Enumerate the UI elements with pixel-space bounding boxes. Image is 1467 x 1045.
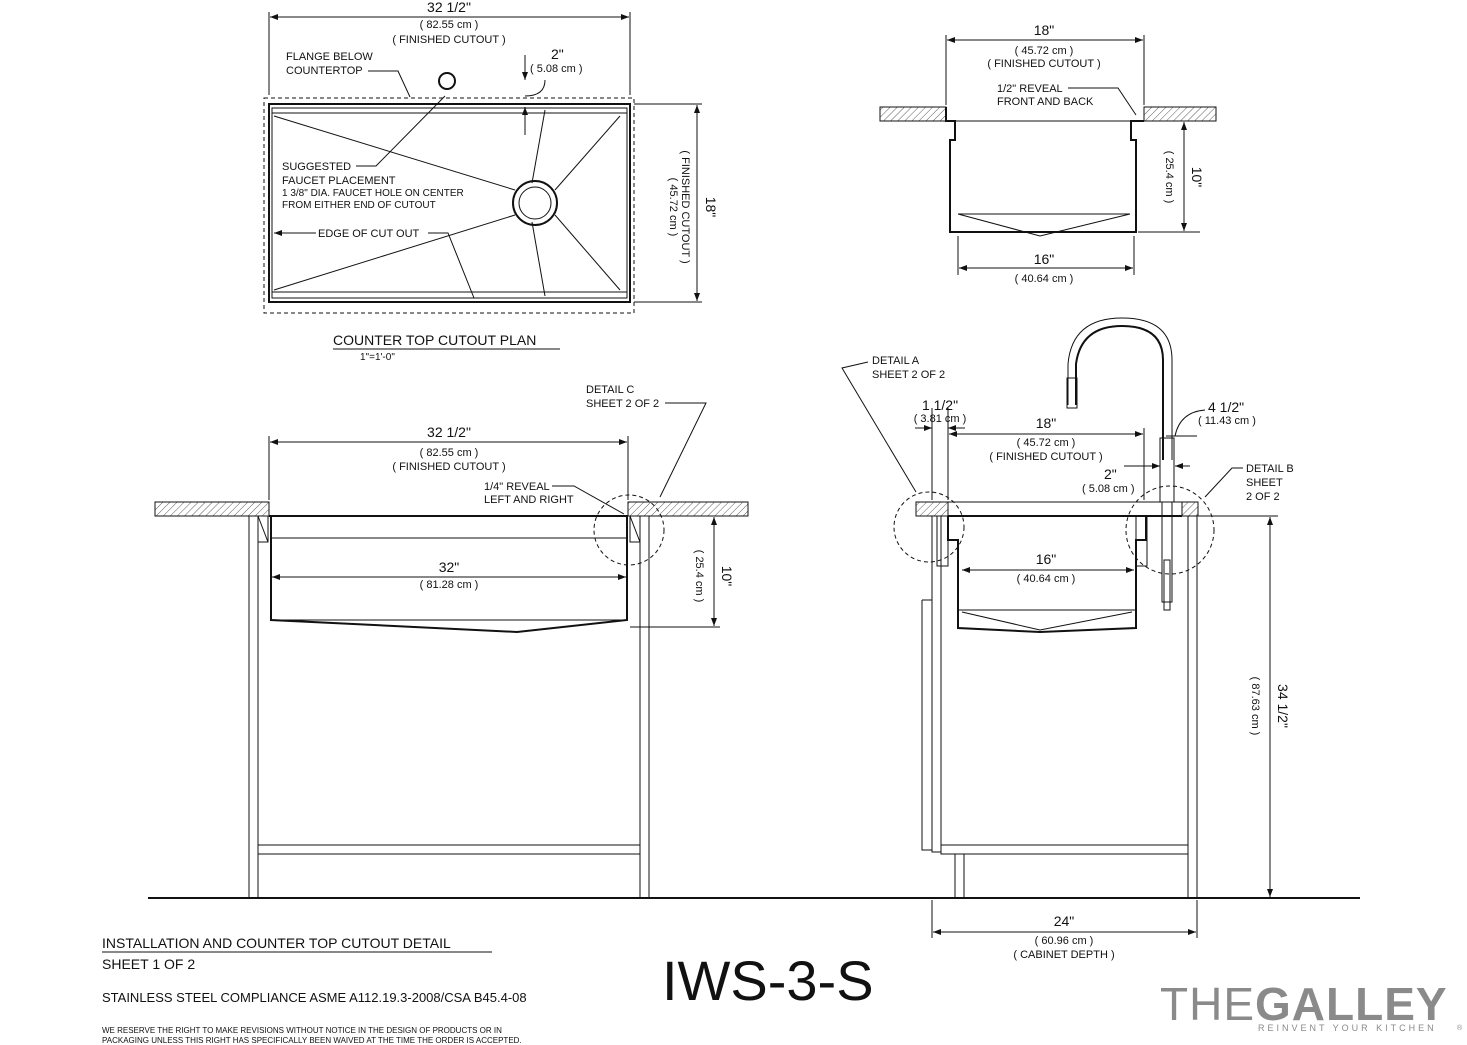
- side-bottom-dim: 16": [1036, 551, 1057, 567]
- faucet-sprayer: [1066, 377, 1078, 409]
- plan-width-cm: ( 82.55 cm ): [420, 19, 479, 31]
- faucet-label-1: SUGGESTED: [282, 161, 351, 173]
- brand-tagline: REINVENT YOUR KITCHEN: [1258, 1023, 1437, 1033]
- front-reveal-1: 1/4" REVEAL: [484, 481, 550, 493]
- detail-a-1: DETAIL A: [872, 355, 920, 367]
- detail-b-2: SHEET: [1246, 477, 1283, 489]
- front-inner-cm: ( 81.28 cm ): [420, 579, 479, 591]
- footer-title: INSTALLATION AND COUNTER TOP CUTOUT DETA…: [102, 935, 451, 951]
- side-flange-cm: ( 3.81 cm ): [914, 413, 967, 425]
- model-number: IWS-3-S: [662, 949, 874, 1012]
- side-bottom-cm: ( 40.64 cm ): [1017, 573, 1076, 585]
- footer-compliance: STAINLESS STEEL COMPLIANCE ASME A112.19.…: [102, 990, 527, 1005]
- side-cab-depth-note: ( CABINET DEPTH ): [1013, 949, 1114, 961]
- end-bottom-cm: ( 40.64 cm ): [1015, 273, 1074, 285]
- flange-label-2: COUNTERTOP: [286, 65, 363, 77]
- plan-scale: 1"=1'-0": [360, 352, 395, 363]
- plan-faucet-offset-cm: ( 5.08 cm ): [530, 63, 583, 75]
- detail-c-circle: [593, 494, 665, 566]
- end-height-dim: 10": [1189, 167, 1205, 188]
- side-top-dim: 18": [1036, 415, 1057, 431]
- end-height-cm: ( 25.4 cm ): [1163, 151, 1175, 204]
- front-height-dim: 10": [719, 566, 735, 587]
- plan-width-note: ( FINISHED CUTOUT ): [392, 34, 505, 46]
- side-faucet-offset-cm: ( 11.43 cm ): [1198, 415, 1256, 427]
- plan-faucet-offset-dim: 2": [551, 46, 564, 62]
- front-width-note: ( FINISHED CUTOUT ): [392, 461, 505, 473]
- flange-outline: [263, 97, 635, 314]
- side-cab-height-cm: ( 87.63 cm ): [1249, 677, 1261, 736]
- faucet-label-2: FAUCET PLACEMENT: [282, 175, 396, 187]
- edge-label: EDGE OF CUT OUT: [318, 228, 420, 240]
- end-top-cm: ( 45.72 cm ): [1015, 45, 1074, 57]
- detail-a-2: SHEET 2 OF 2: [872, 369, 945, 381]
- detail-b-3: 2 OF 2: [1246, 491, 1280, 503]
- detail-a-circle: [893, 491, 965, 563]
- plan-depth-note: ( FINISHED CUTOUT ): [679, 150, 691, 263]
- brand-name-light: THE: [1160, 978, 1255, 1030]
- side-hole-cm: ( 5.08 cm ): [1082, 483, 1135, 495]
- svg-text:THEGALLEY: THEGALLEY: [1160, 978, 1448, 1030]
- side-top-note: ( FINISHED CUTOUT ): [989, 451, 1102, 463]
- plan-width-dim: 32 1/2": [427, 0, 471, 15]
- side-top-cm: ( 45.72 cm ): [1017, 437, 1076, 449]
- detail-c-1: DETAIL C: [586, 384, 634, 396]
- footer-sheet: SHEET 1 OF 2: [102, 956, 195, 972]
- end-bottom-dim: 16": [1034, 251, 1055, 267]
- cutout-plan-view: 32 1/2" ( 82.55 cm ) ( FINISHED CUTOUT )…: [263, 0, 719, 363]
- brand-logo: THEGALLEY REINVENT YOUR KITCHEN ®: [1160, 978, 1463, 1033]
- front-elevation-view: DETAIL C SHEET 2 OF 2 32 1/2" ( 82.55 cm…: [148, 384, 1360, 899]
- cutout-edge: [268, 103, 631, 303]
- side-hole-dim: 2": [1104, 466, 1117, 482]
- side-faucet-offset-dim: 4 1/2": [1208, 399, 1244, 415]
- plan-title: COUNTER TOP CUTOUT PLAN: [333, 332, 536, 348]
- front-height-cm: ( 25.4 cm ): [693, 550, 705, 603]
- end-top-dim: 18": [1034, 22, 1055, 38]
- front-reveal-2: LEFT AND RIGHT: [484, 494, 574, 506]
- faucet-label-4: FROM EITHER END OF CUTOUT: [282, 200, 436, 211]
- detail-b-circle: [1125, 485, 1215, 575]
- drain-circle: [512, 180, 558, 226]
- front-inner-dim: 32": [439, 559, 460, 575]
- side-cab-depth-dim: 24": [1054, 913, 1075, 929]
- side-elevation-view: DETAIL A SHEET 2 OF 2 1 1/2" ( 3.81 cm )…: [841, 317, 1294, 961]
- title-block: INSTALLATION AND COUNTER TOP CUTOUT DETA…: [102, 935, 874, 1045]
- disclaimer-line-1: WE RESERVE THE RIGHT TO MAKE REVISIONS W…: [102, 1026, 502, 1035]
- end-section-view: 18" ( 45.72 cm ) ( FINISHED CUTOUT ) 1/2…: [879, 22, 1217, 285]
- end-reveal-2: FRONT AND BACK: [997, 96, 1094, 108]
- brand-registered: ®: [1457, 1024, 1463, 1032]
- detail-b-1: DETAIL B: [1246, 463, 1294, 475]
- side-flange-dim: 1 1/2": [922, 397, 958, 413]
- front-width-dim: 32 1/2": [427, 424, 471, 440]
- side-cab-height-dim: 34 1/2": [1275, 684, 1291, 728]
- detail-c-2: SHEET 2 OF 2: [586, 398, 659, 410]
- end-top-note: ( FINISHED CUTOUT ): [987, 58, 1100, 70]
- faucet-label-3: 1 3/8" DIA. FAUCET HOLE ON CENTER: [282, 188, 464, 199]
- end-reveal-1: 1/2" REVEAL: [997, 83, 1063, 95]
- side-cab-depth-cm: ( 60.96 cm ): [1035, 935, 1094, 947]
- flange-label-1: FLANGE BELOW: [286, 51, 373, 63]
- front-width-cm: ( 82.55 cm ): [420, 447, 479, 459]
- faucet-hole: [438, 72, 456, 90]
- brand-name-bold: GALLEY: [1255, 978, 1448, 1030]
- disclaimer-line-2: PACKAGING UNLESS THIS RIGHT HAS SPECIFIC…: [102, 1036, 522, 1045]
- faucet-spout: [1075, 324, 1164, 460]
- plan-depth-dim: 18": [703, 197, 719, 218]
- plan-depth-cm: ( 45.72 cm ): [667, 178, 679, 237]
